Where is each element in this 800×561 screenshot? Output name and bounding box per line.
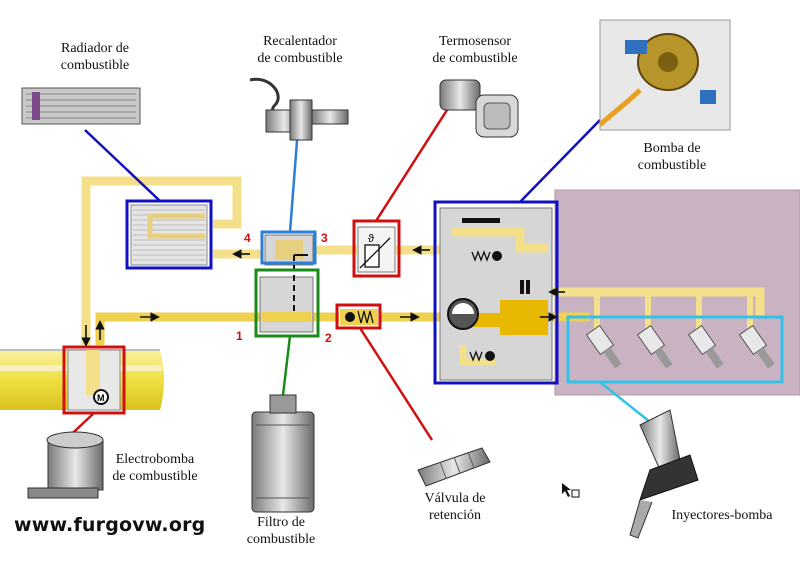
cursor-icon [562,483,580,498]
radiator-callout-box [125,199,213,270]
svg-text:ϑ: ϑ [368,233,374,245]
radiator-illustration [21,87,141,125]
injectors-callout-box [566,315,784,384]
port-number-3: 3 [321,231,328,245]
check-valve-component [340,309,378,325]
fuel-pump-illustration [598,19,731,131]
svg-text:M: M [97,393,105,403]
check-valve-illustration [417,447,491,487]
thermosensor-component: ϑ [357,226,396,273]
electric-pump-illustration [27,431,104,499]
thermosensor-illustration [439,79,519,138]
injector-3 [687,324,724,369]
injectors-group [585,324,775,369]
injector-illustration [629,409,699,539]
filter-illustration [251,394,315,513]
heater-component [264,234,314,266]
filter-component [259,254,314,333]
watermark-url: www.furgovw.org [14,514,206,536]
injector-rails [594,292,753,330]
radiator-component [130,204,208,266]
fuel-tank: M [0,349,164,411]
leader-lines [59,109,661,446]
injector-4 [738,324,775,369]
check-valve-callout-box [335,303,382,330]
port-number-1: 1 [236,329,243,343]
fuel-pump-component [439,207,553,381]
port-number-4: 4 [244,231,251,245]
heater-illustration [249,77,349,141]
heater-callout-box [260,230,317,265]
injector-2 [636,324,673,369]
flow-arrows [81,245,565,347]
label-injectors: Inyectores-bomba [671,508,773,523]
filter-callout-box [254,268,320,338]
injector-1 [585,324,622,369]
port-number-2: 2 [325,331,332,345]
